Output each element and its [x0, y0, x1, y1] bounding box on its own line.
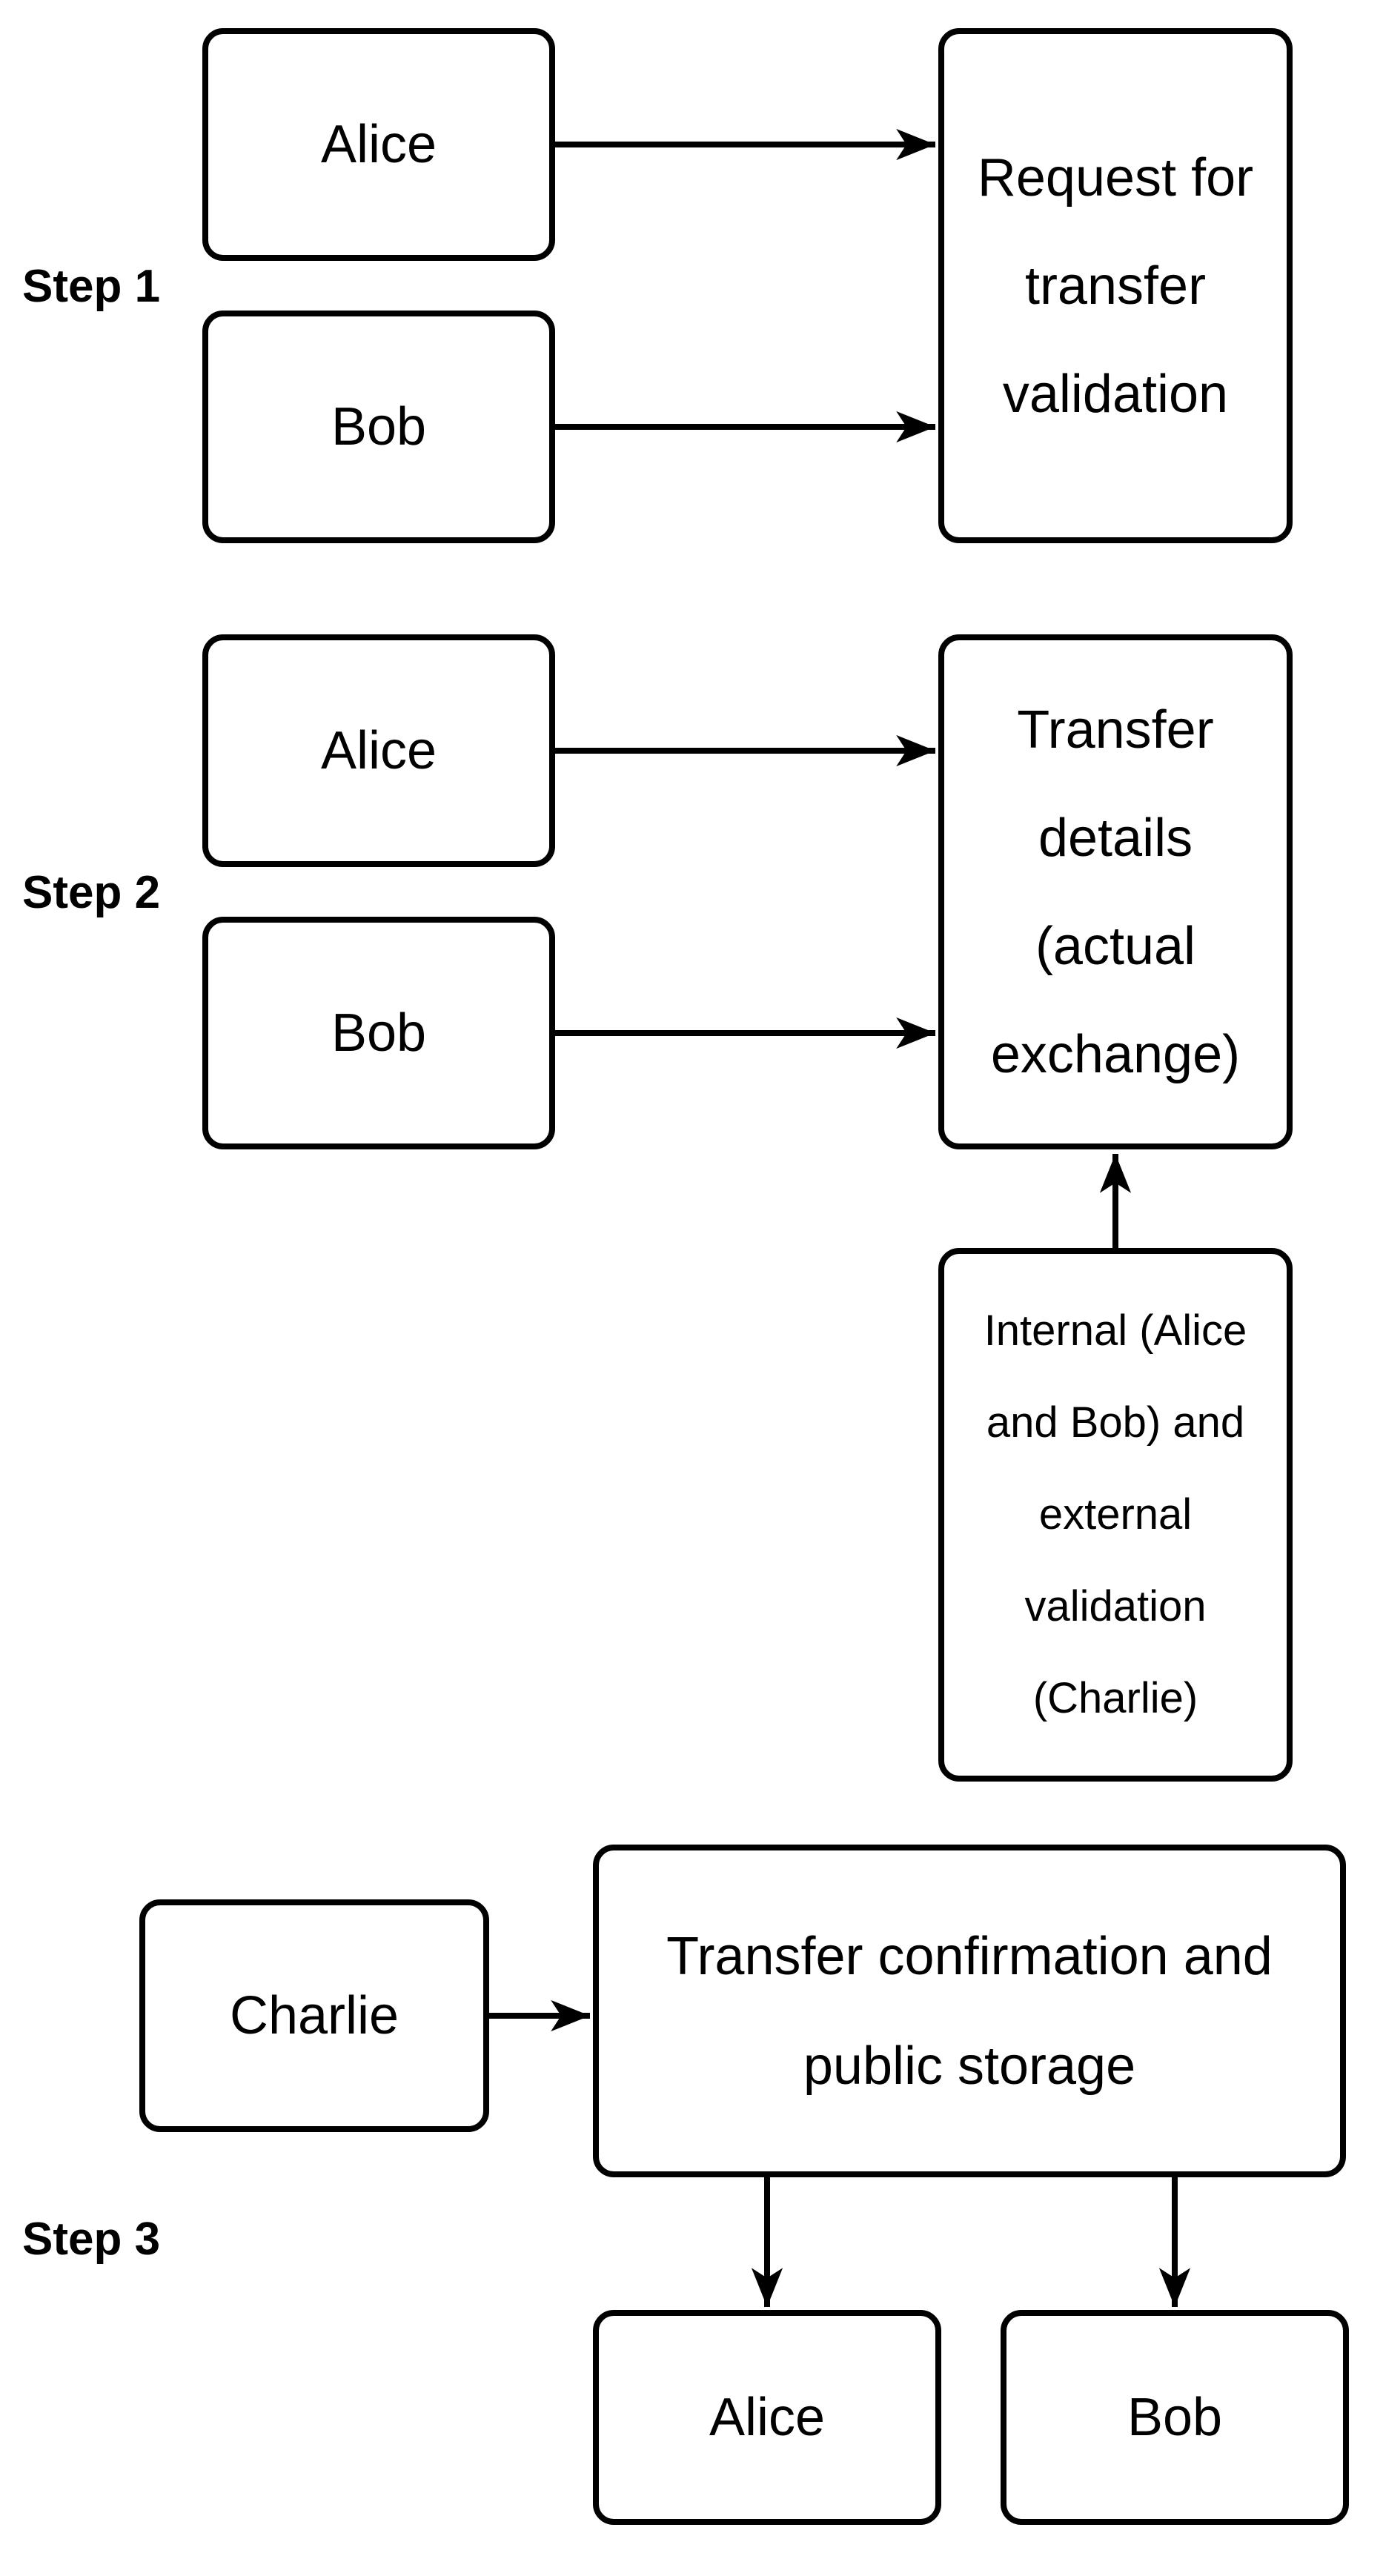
step3-alice-node: Alice	[593, 2310, 941, 2525]
step3-label: Step 3	[22, 2214, 161, 2265]
step3-bob-node: Bob	[1001, 2310, 1349, 2525]
step1-alice-node: Alice	[202, 28, 555, 261]
step2-alice-node: Alice	[202, 634, 555, 867]
step1-request-validation-node: Request for transfer validation	[938, 28, 1293, 543]
step3-confirmation-storage-node: Transfer confirmation and public storage	[593, 1845, 1346, 2177]
step2-bob-node: Bob	[202, 917, 555, 1149]
step1-bob-node: Bob	[202, 311, 555, 543]
step3-charlie-node: Charlie	[139, 1899, 489, 2132]
step2-label: Step 2	[22, 867, 161, 918]
internal-external-validation-node: Internal (Alice and Bob) and external va…	[938, 1248, 1293, 1782]
step1-label: Step 1	[22, 261, 161, 312]
step2-transfer-details-node: Transfer details (actual exchange)	[938, 634, 1293, 1149]
